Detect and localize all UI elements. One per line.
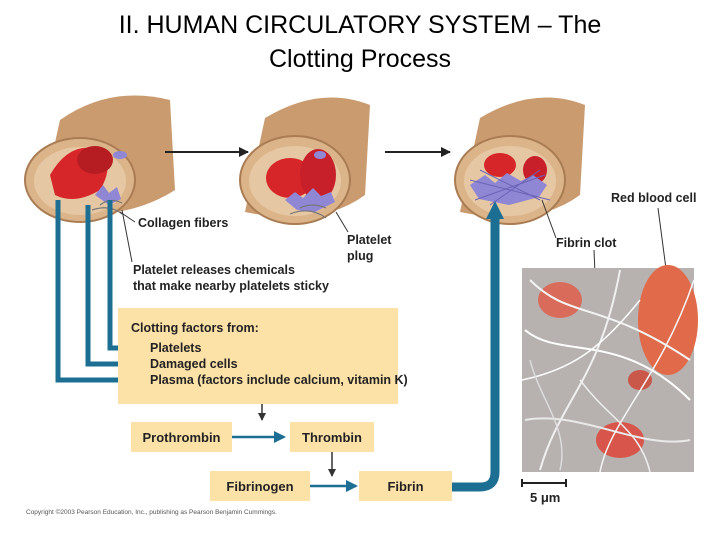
label-collagen-fibers: Collagen fibers [138,216,229,230]
label-platelet-plug: Platelet plug [347,232,391,264]
label-platelet-releases: Platelet releases chemicals that make ne… [133,262,329,294]
fibrin-micrograph [521,265,698,473]
label-platelet-releases-line-2: that make nearby platelets sticky [133,279,329,293]
fibrinogen-box: Fibrinogen [210,471,310,501]
copyright-notice: Copyright ©2003 Pearson Education, Inc.,… [26,509,277,516]
vessel-stage-1 [24,95,175,223]
flow-arrow-plasma [55,200,144,386]
fibrin-clot-pointer [541,199,557,239]
prothrombin-box: Prothrombin [131,422,232,452]
factor-item: Damaged cells [150,357,238,371]
fibrin-box: Fibrin [359,471,452,501]
factor-item: Plasma (factors include calcium, vitamin… [150,373,408,387]
label-fibrin-clot: Fibrin clot [556,236,617,250]
scale-label: 5 μm [530,490,561,505]
clotting-factors-heading: Clotting factors from: [131,321,259,335]
fibrin-return-arrow [452,201,504,492]
clotting-factors-panel [118,308,398,404]
label-red-blood-cell: Red blood cell [611,191,697,205]
platelet-release-pointer [121,209,133,263]
vessel-stage-2 [239,97,370,225]
title-line-2: Clotting Process [268,45,452,73]
vessel-stage-3 [454,97,585,225]
title-line-1: II. HUMAN CIRCULATORY SYSTEM – The [118,11,602,39]
platelet-plug-pointer [335,211,349,233]
label-platelet-plug-line-2: plug [347,249,374,263]
page-title: II. HUMAN CIRCULATORY SYSTEM – The Clott… [0,8,720,76]
label-platelet-plug-line-1: Platelet [347,233,392,247]
label-platelet-releases-line-1: Platelet releases chemicals [133,263,295,277]
thrombin-box: Thrombin [290,422,374,452]
factor-item: Platelets [150,341,202,355]
